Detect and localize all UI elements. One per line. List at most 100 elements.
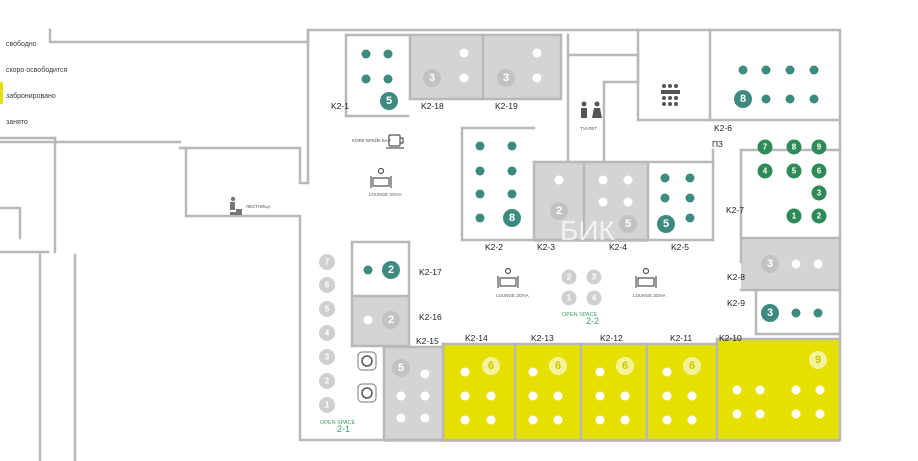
- svg-text:4: 4: [592, 294, 597, 303]
- p3-label: П3: [712, 139, 723, 149]
- room-k2-6-badge[interactable]: 8: [734, 90, 752, 108]
- room-label-k2-2: K2-2: [485, 242, 503, 252]
- armchair-icon: [497, 267, 519, 288]
- room-k2-3-badge[interactable]: 2: [550, 202, 568, 220]
- room-label-k2-19: K2-19: [495, 101, 518, 111]
- svg-text:2: 2: [556, 205, 562, 217]
- stairs: ЛЕСТНИЦА: [224, 196, 271, 215]
- room-label-k2-6: K2-6: [714, 123, 732, 133]
- legend-free-label: свободно: [6, 40, 37, 48]
- room-labels: K2-1 K2-18 K2-19 K2-2 K2-3 K2-4 K2-5 K2-…: [331, 101, 745, 346]
- svg-text:3: 3: [503, 72, 509, 84]
- room-label-k2-1: K2-1: [331, 101, 349, 111]
- room-k2-15-badge[interactable]: 5: [392, 359, 410, 377]
- coffee-cup-icon: [386, 134, 404, 149]
- room-k2-12-badge[interactable]: 6: [616, 357, 634, 375]
- desk-k2-7[interactable]: 7: [757, 139, 773, 155]
- room-k2-16-badge[interactable]: 2: [382, 311, 400, 329]
- capacity-badges: 5 3 3 8 2 5 5 8: [380, 69, 827, 377]
- svg-text:9: 9: [817, 143, 822, 152]
- legend-booked-label: забронировано: [6, 92, 56, 100]
- meeting-room-icon: [661, 84, 680, 106]
- lounge-label: LOUNGE ЗОНА: [633, 293, 666, 298]
- room-k2-19-badge[interactable]: 3: [497, 69, 515, 87]
- room-k2-14-badge[interactable]: 6: [482, 357, 500, 375]
- room-label-k2-13: K2-13: [531, 333, 554, 343]
- legend-soon-free-label: скоро освободится: [6, 66, 68, 74]
- desk-os-2-2[interactable]: 3: [586, 269, 602, 285]
- desk-os-2-1[interactable]: 3: [319, 349, 335, 365]
- svg-text:OPEN SPACE: OPEN SPACE: [562, 312, 598, 318]
- desk-os-2-2[interactable]: 2: [561, 269, 577, 285]
- room-label-k2-11: K2-11: [670, 333, 692, 343]
- desk-k2-7[interactable]: 1: [786, 208, 802, 224]
- toilet-label: ТУАЛЕТ: [580, 126, 597, 131]
- svg-text:1: 1: [792, 212, 797, 221]
- room-k2-8-badge[interactable]: 3: [761, 255, 779, 273]
- armchair-icon: [370, 167, 392, 188]
- room-label-k2-3: K2-3: [537, 242, 555, 252]
- svg-text:3: 3: [592, 273, 597, 282]
- lounge-label: LOUNGE ЗОНА: [496, 293, 529, 298]
- desk-k2-7[interactable]: 2: [811, 208, 827, 224]
- desk-os-2-2[interactable]: 4: [586, 290, 602, 306]
- lounge-zone-1: LOUNGE ЗОНА: [369, 167, 402, 197]
- desk-k2-7[interactable]: 4: [757, 163, 773, 179]
- svg-text:7: 7: [325, 258, 330, 267]
- svg-text:1: 1: [567, 294, 572, 303]
- room-label-k2-7: K2-7: [726, 205, 744, 215]
- room-k2-2-badge[interactable]: 8: [503, 209, 521, 227]
- desk-os-2-1[interactable]: 7: [319, 254, 335, 270]
- coffee-bar-label: КОФЕ-БРЕЙК БАР: [352, 136, 391, 143]
- desk-k2-7[interactable]: 6: [811, 163, 827, 179]
- room-k2-9-badge[interactable]: 3: [761, 304, 779, 322]
- open-space-2-2-desks: 2 3 1 4: [561, 269, 602, 306]
- desk-os-2-1[interactable]: 4: [319, 325, 335, 341]
- svg-text:6: 6: [488, 360, 494, 372]
- desk-os-2-1[interactable]: 1: [319, 397, 335, 413]
- room-label-k2-15: K2-15: [416, 336, 439, 346]
- room-label-k2-9: K2-9: [727, 298, 745, 308]
- desk-os-2-1[interactable]: 6: [319, 277, 335, 293]
- desk-os-2-1[interactable]: 5: [319, 301, 335, 317]
- toilet: ТУАЛЕТ: [580, 101, 602, 131]
- room-k2-11-badge[interactable]: 6: [683, 357, 701, 375]
- room-k2-10-badge[interactable]: 9: [809, 351, 827, 369]
- desk-k2-7[interactable]: 9: [811, 139, 827, 155]
- room-label-k2-8: K2-8: [727, 272, 745, 282]
- svg-text:5: 5: [325, 305, 330, 314]
- svg-text:6: 6: [622, 360, 628, 372]
- svg-text:5: 5: [625, 218, 631, 230]
- svg-text:3: 3: [325, 353, 330, 362]
- desk-os-2-2[interactable]: 1: [561, 290, 577, 306]
- room-k2-7-desks: 7 8 9 4 5 6 3 1 2: [757, 139, 827, 224]
- legend: свободно скоро освободится забронировано…: [0, 40, 68, 126]
- room-k2-4-badge[interactable]: 5: [619, 215, 637, 233]
- svg-text:3: 3: [817, 189, 822, 198]
- walls: [0, 28, 842, 461]
- svg-text:2: 2: [817, 212, 822, 221]
- room-k2-5-badge[interactable]: 5: [657, 215, 675, 233]
- stairs-label: ЛЕСТНИЦА: [246, 204, 271, 209]
- desk-k2-7[interactable]: 5: [786, 163, 802, 179]
- svg-text:6: 6: [689, 360, 695, 372]
- lounge-zone-3: LOUNGE ЗОНА: [633, 267, 666, 298]
- desk-k2-7[interactable]: 3: [811, 185, 827, 201]
- room-k2-18-badge[interactable]: 3: [423, 69, 441, 87]
- desk-k2-7[interactable]: 8: [786, 139, 802, 155]
- svg-text:8: 8: [740, 93, 746, 105]
- svg-text:5: 5: [386, 95, 392, 107]
- room-k2-1-badge[interactable]: 5: [380, 92, 398, 110]
- room-k2-17-badge[interactable]: 2: [382, 261, 400, 279]
- toilet-icon: [581, 101, 602, 118]
- svg-text:2-1: 2-1: [337, 424, 350, 434]
- desk-os-2-1[interactable]: 2: [319, 373, 335, 389]
- svg-text:5: 5: [792, 167, 797, 176]
- svg-text:3: 3: [429, 72, 435, 84]
- svg-text:5: 5: [663, 218, 669, 230]
- svg-text:6: 6: [817, 167, 822, 176]
- open-space-2-1-label: OPEN SPACE 2-1: [320, 420, 356, 434]
- room-k2-13-badge[interactable]: 6: [549, 357, 567, 375]
- svg-text:5: 5: [398, 362, 404, 374]
- skype-booth-icon: [357, 351, 377, 371]
